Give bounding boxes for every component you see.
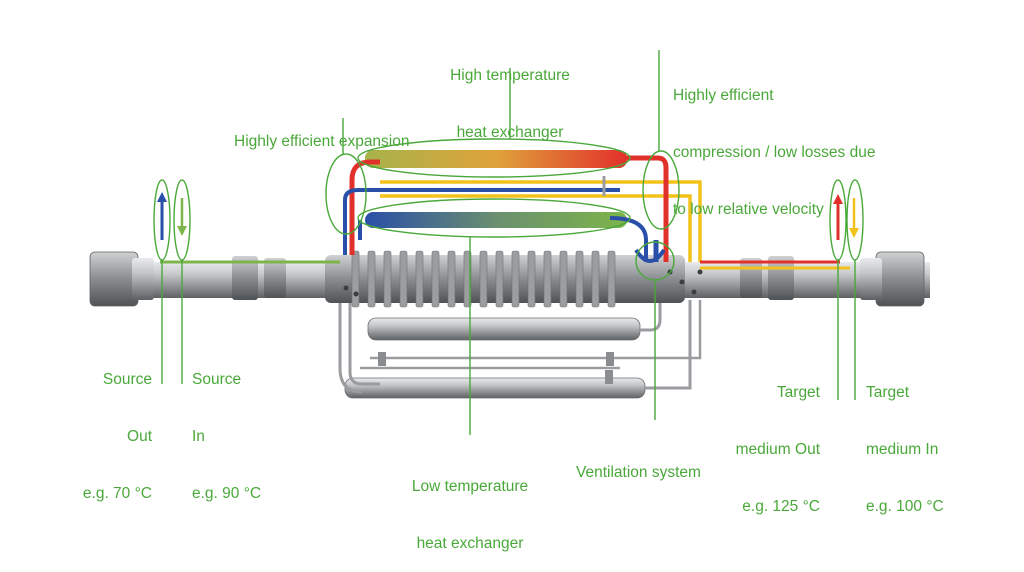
label-highly-efficient-compression: Highly efficient compression / low losse… [673,87,876,218]
label-target-medium-out: Target medium Out e.g. 125 °C [735,384,820,515]
upper-hx-assembly [160,150,850,270]
main-shaft [89,250,930,308]
label-high-temperature-heat-exchanger: High temperature heat exchanger [450,67,570,141]
label-ventilation-system: Ventilation system [576,464,701,481]
label-highly-efficient-expansion: Highly efficient expansion [234,133,410,150]
label-source-out: Source Out e.g. 70 °C [82,371,152,502]
label-source-in: Source In e.g. 90 °C [192,371,262,502]
flow-arrows [157,192,859,240]
label-target-medium-in: Target medium In e.g. 100 °C [866,384,944,515]
label-low-temperature-heat-exchanger: Low temperature heat exchanger [411,478,529,552]
annotation-callouts [153,50,864,435]
lower-hx-assembly [338,300,702,399]
heat-pump-diagram: High temperature heat exchanger Highly e… [83,50,944,552]
machine-illustration [89,50,930,435]
